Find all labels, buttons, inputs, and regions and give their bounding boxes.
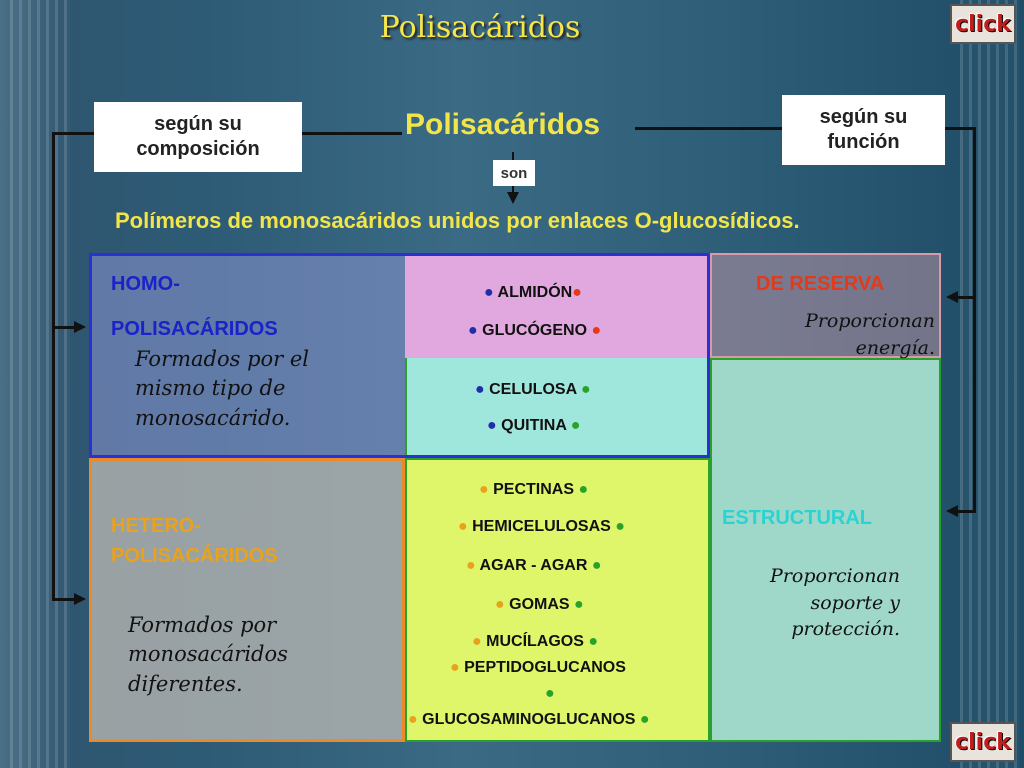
item-label: PECTINAS	[493, 481, 575, 498]
bullet-icon: ●	[591, 557, 602, 574]
click-label: click	[955, 729, 1011, 755]
list-item: ● GLUCOSAMINOGLUCANOS ●	[408, 711, 650, 729]
bullet-icon: ●	[572, 284, 582, 301]
homo-panel	[89, 253, 405, 458]
hetero-description: Formados por monosacáridos diferentes.	[128, 613, 288, 696]
list-item-bullet: ●	[545, 685, 555, 703]
arrow-down-icon	[507, 192, 519, 204]
list-item: ● PECTINAS ●	[479, 481, 588, 499]
list-item: ● HEMICELULOSAS ●	[458, 518, 625, 536]
bullet-icon: ●	[458, 518, 468, 535]
main-title: Polisacáridos	[405, 108, 601, 141]
definition-text: Polímeros de monosacáridos unidos por en…	[115, 208, 800, 233]
item-label: AGAR - AGAR	[479, 557, 588, 574]
bullet-icon: ●	[495, 596, 505, 613]
bullet-icon: ●	[615, 518, 625, 535]
function-box: según su función	[782, 95, 945, 165]
click-button-top[interactable]: click	[950, 4, 1016, 44]
list-item: ● GOMAS ●	[495, 596, 584, 614]
homo-description: Formados por el mismo tipo de monosacári…	[135, 347, 310, 430]
list-item: ● CELULOSA ●	[475, 381, 591, 399]
list-item: ● MUCÍLAGOS ●	[472, 633, 598, 651]
bullet-icon: ●	[472, 633, 482, 650]
list-item: ● ALMIDÓN●	[484, 284, 582, 302]
estructural-description: Proporcionan soporte y protección.	[770, 565, 900, 641]
hetero-items-panel	[405, 458, 710, 742]
bullet-icon: ●	[588, 633, 599, 650]
connector-line	[958, 510, 976, 513]
connector-line	[945, 127, 975, 130]
connector-line	[52, 132, 55, 600]
bullet-icon: ●	[591, 322, 602, 339]
list-item: ● PEPTIDOGLUCANOS	[450, 659, 626, 677]
item-label: GOMAS	[509, 596, 570, 613]
connector-line	[635, 127, 782, 130]
item-label: HEMICELULOSAS	[472, 518, 611, 535]
bullet-icon: ●	[468, 322, 478, 339]
hetero-panel	[89, 458, 405, 742]
click-button-bottom[interactable]: click	[950, 722, 1016, 762]
estructural-panel	[710, 358, 941, 742]
arrow-left-icon	[946, 291, 958, 303]
reserve-items-panel	[405, 253, 710, 358]
list-item: ● QUITINA ●	[487, 417, 580, 435]
bullet-icon: ●	[408, 711, 418, 728]
arrow-right-icon	[74, 593, 86, 605]
arrow-left-icon	[946, 505, 958, 517]
estructural-label: ESTRUCTURAL	[722, 507, 872, 529]
homo-border	[89, 253, 710, 458]
item-label: PEPTIDOGLUCANOS	[464, 659, 626, 676]
bullet-icon: ●	[570, 417, 581, 434]
reserva-label: DE RESERVA	[756, 273, 885, 295]
arrow-right-icon	[74, 321, 86, 333]
list-item: ● AGAR - AGAR ●	[466, 557, 602, 575]
bullet-icon: ●	[545, 685, 555, 702]
son-label: son	[493, 160, 535, 186]
bullet-icon: ●	[574, 596, 584, 613]
bullet-icon: ●	[639, 711, 650, 728]
bullet-icon: ●	[484, 284, 494, 301]
connector-line	[958, 296, 976, 299]
bullet-icon: ●	[450, 659, 460, 676]
connector-line	[52, 598, 76, 601]
item-label: CELULOSA	[489, 381, 577, 398]
bullet-icon: ●	[578, 481, 589, 498]
reserva-description: Proporcionan energía.	[805, 310, 935, 359]
slide-title: Polisacáridos	[379, 10, 581, 45]
homo-label-line1: HOMO-	[111, 273, 180, 295]
homo-label-line2: POLISACÁRIDOS	[111, 318, 278, 340]
connector-line	[973, 127, 976, 513]
item-label: ALMIDÓN	[497, 284, 573, 301]
connector-line	[512, 152, 514, 160]
composition-box: según su composición	[94, 102, 302, 172]
composition-label: según su composición	[136, 113, 260, 160]
connector-line	[512, 186, 514, 194]
hetero-label-line2: POLISACÁRIDOS	[111, 545, 278, 567]
connector-line	[302, 132, 402, 135]
item-label: QUITINA	[501, 417, 567, 434]
connector-line	[52, 326, 76, 329]
bullet-icon: ●	[475, 381, 485, 398]
function-label: según su función	[819, 106, 908, 153]
waterfall-decoration	[10, 0, 70, 768]
item-label: GLUCOSAMINOGLUCANOS	[422, 711, 636, 728]
bullet-icon: ●	[580, 381, 591, 398]
bullet-icon: ●	[466, 557, 476, 574]
bullet-icon: ●	[479, 481, 489, 498]
waterfall-decoration	[960, 0, 1020, 768]
hetero-label-line1: HETERO-	[111, 515, 201, 537]
bullet-icon: ●	[487, 417, 497, 434]
list-item: ● GLUCÓGENO ●	[468, 322, 601, 340]
click-label: click	[955, 11, 1011, 37]
connector-line	[52, 132, 94, 135]
item-label: MUCÍLAGOS	[486, 633, 584, 650]
item-label: GLUCÓGENO	[482, 322, 588, 339]
reserva-panel	[710, 253, 941, 358]
